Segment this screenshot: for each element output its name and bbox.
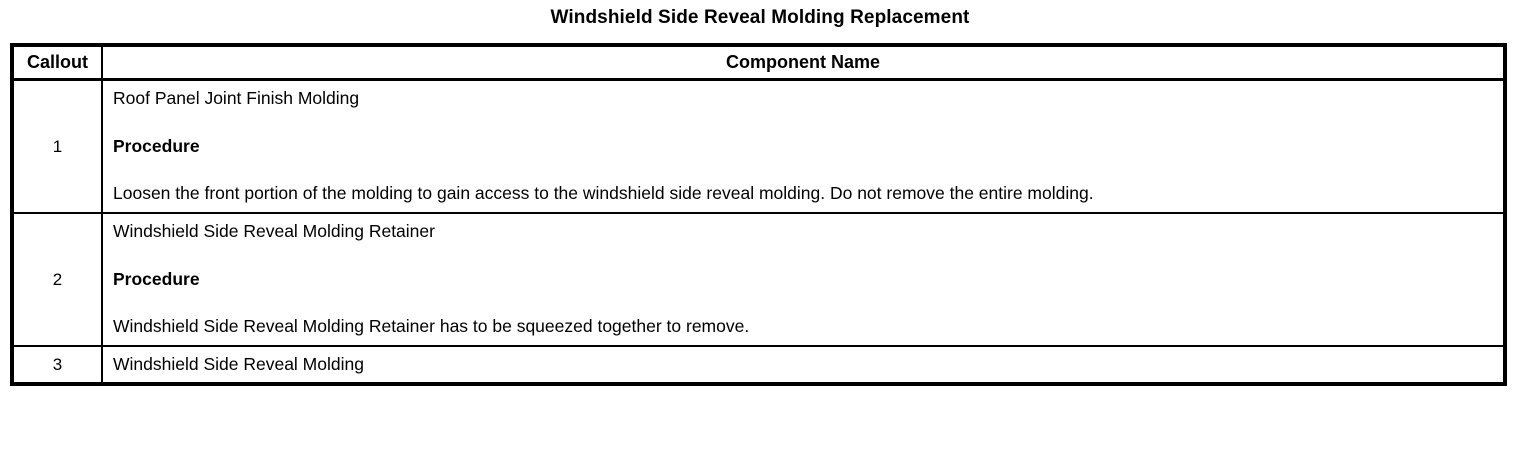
table-header: Callout Component Name	[12, 45, 1505, 81]
page-title: Windshield Side Reveal Molding Replaceme…	[550, 7, 970, 28]
column-header-component-name: Component Name	[102, 45, 1505, 81]
component-name-cell: Windshield Side Reveal Molding	[102, 345, 1505, 384]
table-row: 1 Roof Panel Joint Finish Molding Proced…	[12, 79, 1505, 214]
component-title: Windshield Side Reveal Molding	[113, 354, 364, 374]
component-name-cell: Windshield Side Reveal Molding Retainer …	[102, 212, 1505, 346]
callout-number: 2	[12, 212, 103, 346]
callout-number: 1	[12, 79, 103, 213]
component-name-cell: Roof Panel Joint Finish Molding Procedur…	[102, 80, 1505, 214]
procedure-text: Loosen the front portion of the molding …	[113, 183, 1094, 203]
component-table-container: Callout Component Name 1 Roof Panel Join…	[10, 43, 1507, 386]
table-header-row: Callout Component Name	[12, 45, 1505, 81]
callout-number: 3	[12, 345, 103, 384]
component-title: Windshield Side Reveal Molding Retainer	[113, 221, 435, 241]
component-title: Roof Panel Joint Finish Molding	[113, 88, 360, 108]
table-row: 3 Windshield Side Reveal Molding	[12, 345, 1505, 384]
procedure-text: Windshield Side Reveal Molding Retainer …	[113, 316, 750, 336]
component-table: Callout Component Name 1 Roof Panel Join…	[10, 43, 1507, 386]
table-body: 1 Roof Panel Joint Finish Molding Proced…	[12, 79, 1505, 384]
column-header-callout: Callout	[12, 45, 103, 81]
procedure-heading: Procedure	[113, 269, 200, 289]
table-row: 2 Windshield Side Reveal Molding Retaine…	[12, 212, 1505, 346]
procedure-heading: Procedure	[113, 136, 200, 156]
